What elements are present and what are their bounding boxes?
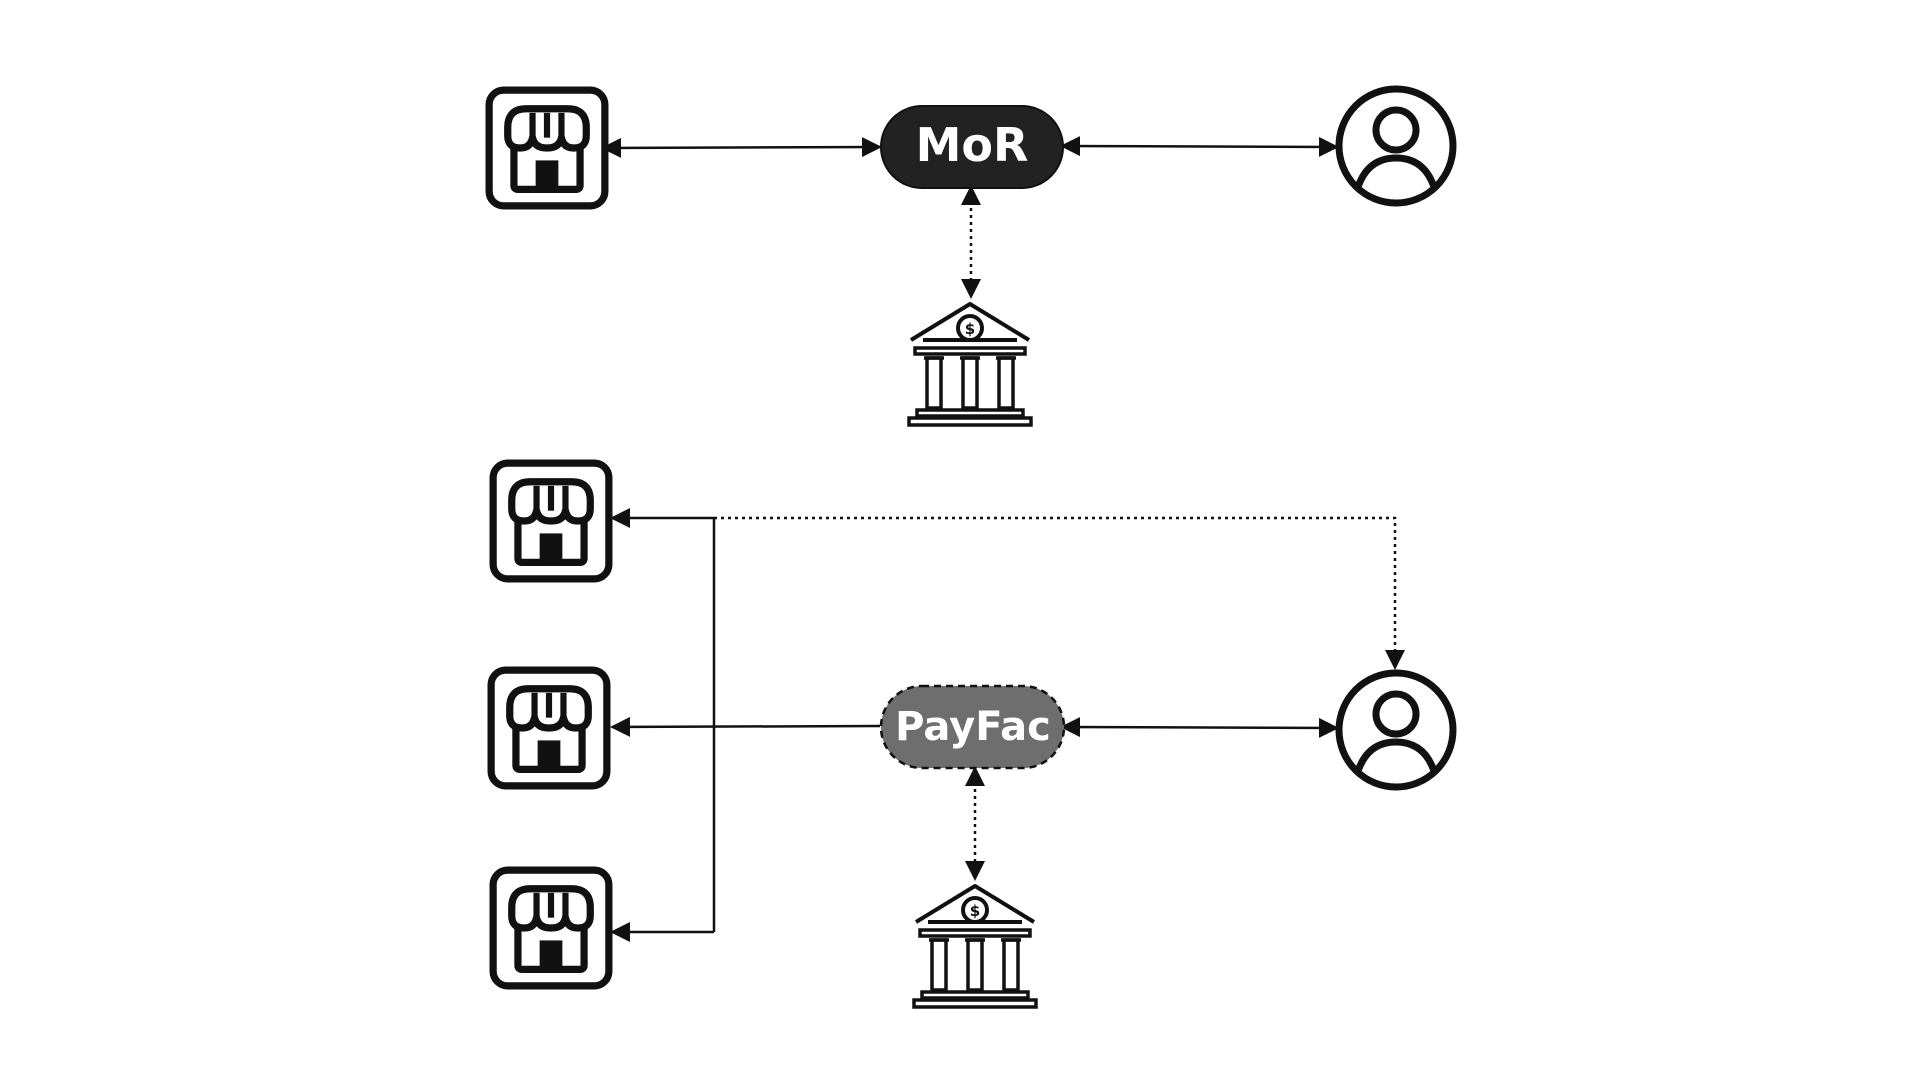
mor-label: MoR [916, 118, 1029, 172]
store-icon [491, 670, 607, 786]
bank-icon [907, 302, 1033, 427]
payfac-node: PayFac [879, 684, 1066, 770]
payfac-customer-arrow [1060, 717, 1339, 738]
store-icon [489, 90, 605, 206]
user-circle-icon [1339, 673, 1453, 787]
store-icon [493, 463, 609, 579]
mor-node: MoR [880, 105, 1064, 189]
payfac-flow: PayFac [491, 463, 1453, 1009]
payfac-merchant-2-arrow [610, 716, 881, 737]
store-icon [493, 870, 609, 986]
bank-icon [912, 884, 1038, 1009]
mor-customer-arrow [1060, 136, 1339, 157]
merchant-mor-arrow [601, 137, 882, 158]
merchant-customer-dotted-arrow [714, 516, 1405, 670]
mor-flow: MoR [489, 89, 1453, 427]
user-circle-icon [1339, 89, 1453, 203]
payfac-label: PayFac [895, 704, 1051, 750]
